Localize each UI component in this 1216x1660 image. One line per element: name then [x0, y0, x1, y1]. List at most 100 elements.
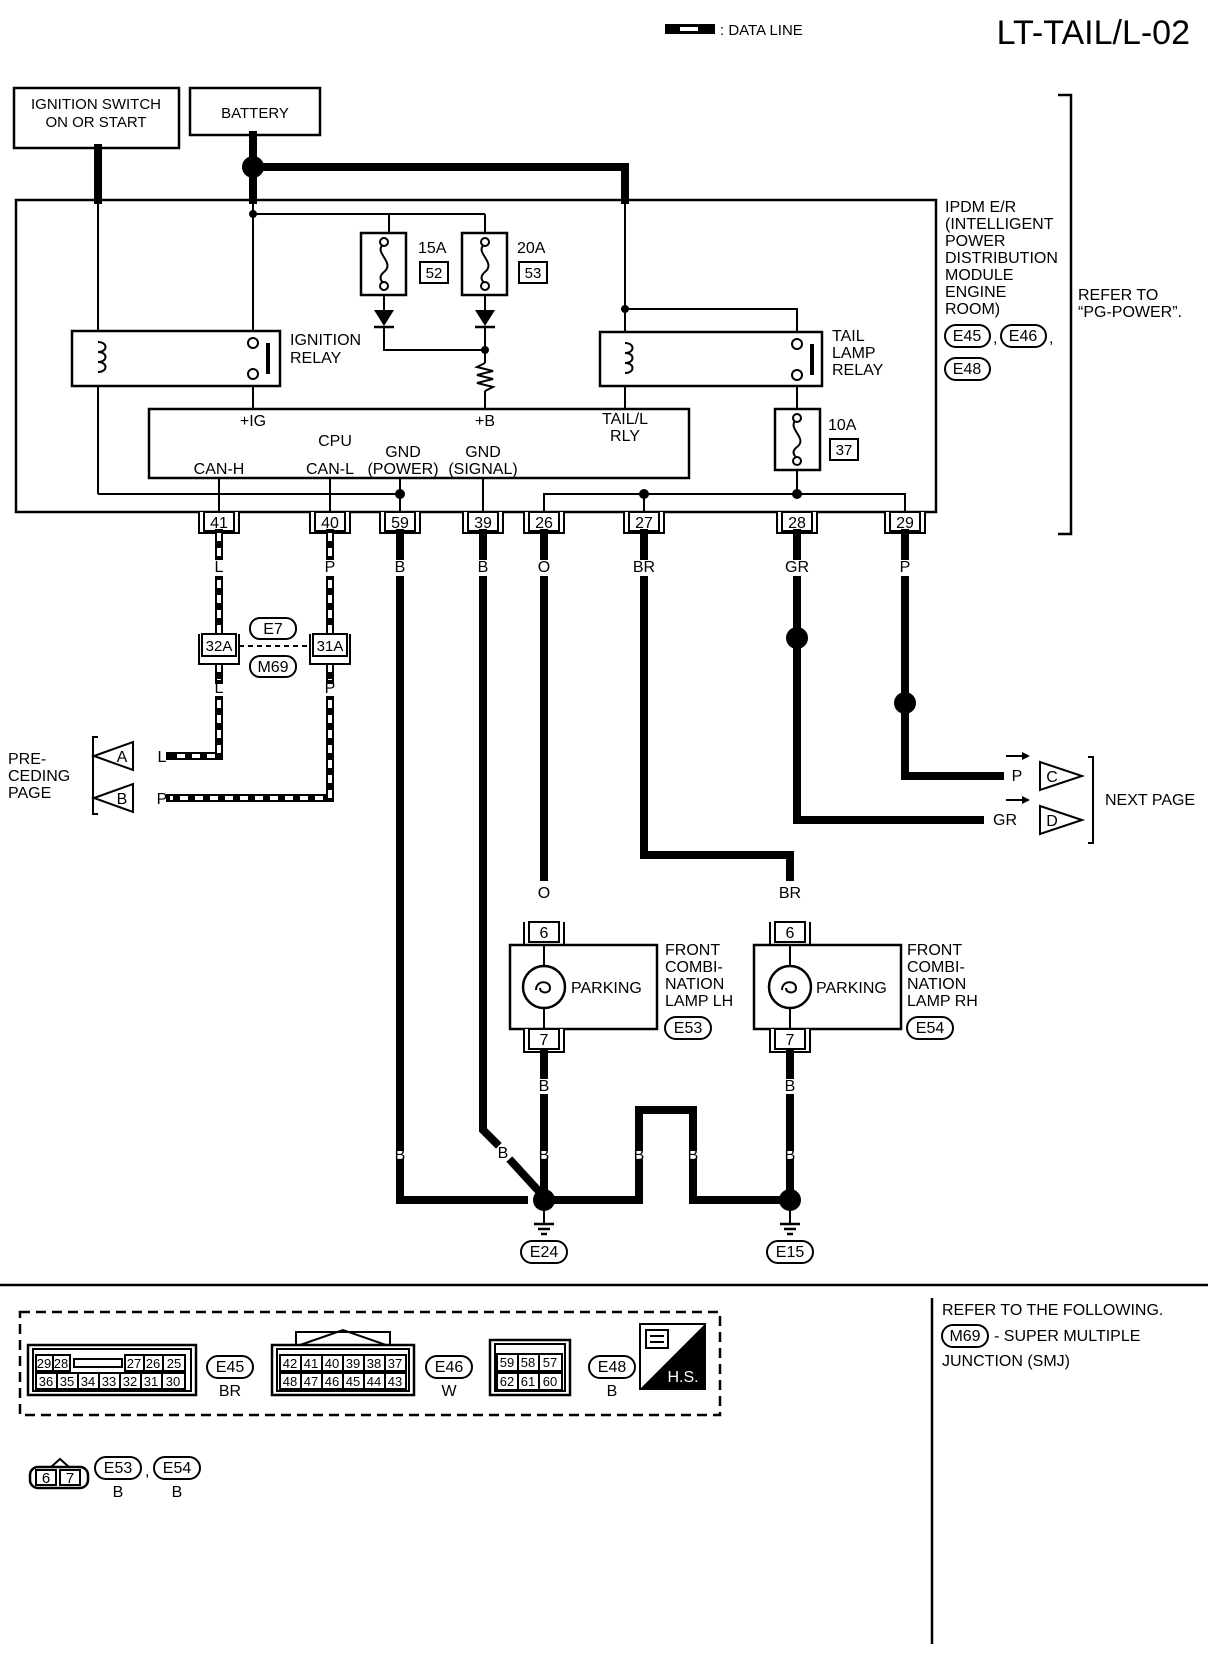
lamp-lh-out-color: B — [539, 1078, 550, 1095]
connector-view-e46: 42 41 40 39 38 37 48 47 46 45 44 43 E46 … — [270, 1328, 473, 1400]
svg-text:39: 39 — [346, 1356, 360, 1371]
diode-1 — [374, 310, 394, 326]
joint-pin-31a: 31A — [317, 638, 344, 655]
svg-text:33: 33 — [102, 1374, 116, 1389]
preceding-page: PRE- CEDING PAGE A L B P — [8, 736, 168, 815]
svg-text:,: , — [145, 1463, 149, 1480]
lamp-lh-element: PARKING — [571, 980, 642, 997]
refer-note-line-3: JUNCTION (SMJ) — [942, 1353, 1070, 1370]
lamp-lh-in-color: O — [538, 885, 550, 902]
cpu-tail-rly-label-2: RLY — [610, 428, 640, 445]
joint-color-l: L — [215, 680, 224, 697]
lamp-lh-name-3: NATION — [665, 976, 724, 993]
fuse-15a-rating: 15A — [418, 240, 447, 257]
lamp-lh-pin-in: 6 — [540, 925, 549, 942]
preceding-arrow-a-letter: A — [117, 749, 128, 766]
splice-28 — [786, 627, 808, 649]
refer-note-line-1: REFER TO THE FOLLOWING. — [942, 1302, 1163, 1319]
svg-text:31: 31 — [144, 1374, 158, 1389]
cpu-title: CPU — [318, 433, 352, 450]
preceding-arrow-a-color: L — [158, 749, 167, 766]
fuse-15a: 15A 52 — [359, 231, 449, 297]
can-h-data-line — [166, 529, 223, 760]
svg-text:60: 60 — [543, 1374, 557, 1389]
joint-color-p: P — [325, 680, 336, 697]
svg-text:34: 34 — [81, 1374, 95, 1389]
terminal-39: 39 B — [462, 511, 504, 576]
ipdm-label-7: ROOM) — [945, 301, 1000, 318]
battery-label: BATTERY — [221, 105, 289, 122]
svg-text:47: 47 — [304, 1374, 318, 1389]
ipdm-label-2: (INTELLIGENT — [945, 216, 1054, 233]
next-page: P C GR D NEXT PAGE — [993, 752, 1195, 844]
resistor — [474, 362, 496, 392]
front-combination-lamp-rh: BR 6 PARKING 7 B FRONT COMBI- NATION LAM… — [752, 885, 978, 1095]
ignition-switch-label-2: ON OR START — [45, 114, 146, 131]
ipdm-label-5: MODULE — [945, 267, 1013, 284]
connector-view-e45: 29 28 27 26 25 36 35 34 33 32 31 30 E45 … — [26, 1343, 254, 1400]
cpu-gnd-power-label-2: (POWER) — [367, 461, 438, 478]
svg-text:30: 30 — [166, 1374, 180, 1389]
svg-text:26: 26 — [146, 1356, 160, 1371]
lamp-rh-in-color: BR — [779, 885, 801, 902]
e46-id: E46 — [435, 1359, 464, 1376]
terminal-28-pin: 28 — [788, 515, 806, 532]
wire-28-next-page — [793, 529, 984, 824]
next-arrow-d-color: GR — [993, 812, 1017, 829]
svg-text:,: , — [993, 330, 997, 347]
joint-pin-32a: 32A — [206, 638, 233, 655]
svg-text:42: 42 — [283, 1356, 297, 1371]
terminal-39-pin: 39 — [474, 515, 492, 532]
ignition-relay: IGNITION RELAY — [70, 329, 361, 388]
cpu-gnd-signal-label-1: GND — [465, 444, 501, 461]
preceding-label-1: PRE- — [8, 751, 46, 768]
e46-color: W — [441, 1383, 457, 1400]
lamp-conn-e53: E53 — [104, 1460, 133, 1477]
fuse-20a-number: 53 — [525, 265, 542, 282]
hs-label: H.S. — [667, 1369, 698, 1386]
refer-note-badge: M69 — [949, 1328, 980, 1345]
svg-text:35: 35 — [60, 1374, 74, 1389]
preceding-arrow-b — [91, 782, 134, 814]
preceding-arrow-a — [91, 740, 134, 772]
harness-side-badge: H.S. — [639, 1323, 706, 1390]
ipdm-label-1: IPDM E/R — [945, 199, 1016, 216]
svg-text:32: 32 — [123, 1374, 137, 1389]
preceding-label-2: CEDING — [8, 768, 70, 785]
ipdm-refer-bracket — [1058, 93, 1073, 536]
e48-color: B — [607, 1383, 618, 1400]
ipdm-connector-e48: E48 — [953, 361, 982, 378]
tail-lamp-relay-label-1: TAIL — [832, 328, 865, 345]
preceding-arrow-b-color: P — [157, 791, 168, 808]
lamp-lh-name-1: FRONT — [665, 942, 720, 959]
next-arrow-c-color: P — [1012, 768, 1023, 785]
fuse-20a-rating: 20A — [517, 240, 546, 257]
next-arrow-c-letter: C — [1046, 769, 1058, 786]
cpu-box: +IG +B TAIL/L RLY CPU CAN-H CAN-L GND (P… — [147, 407, 691, 480]
refer-note-line-2: - SUPER MULTIPLE — [994, 1328, 1140, 1345]
next-arrow-d-letter: D — [1046, 813, 1058, 830]
svg-text:36: 36 — [39, 1374, 53, 1389]
svg-text:29: 29 — [37, 1356, 51, 1371]
ground-e15-label: E15 — [776, 1244, 805, 1261]
terminal-28: 28 GR — [776, 511, 818, 576]
svg-text:6: 6 — [42, 1470, 50, 1487]
svg-text:59: 59 — [500, 1355, 514, 1370]
lamp-rh-name-3: NATION — [907, 976, 966, 993]
cpu-gnd-power-label-1: GND — [385, 444, 421, 461]
terminal-59-color: B — [395, 559, 406, 576]
can-l-data-line — [166, 529, 334, 802]
terminal-27-pin: 27 — [635, 515, 653, 532]
terminal-41-pin: 41 — [210, 515, 228, 532]
joint-connector: 32A 31A E7 M69 L P — [198, 617, 351, 697]
ground-bridge-wire — [540, 1106, 794, 1204]
terminal-40: 40 P — [309, 511, 351, 576]
terminal-27-color: BR — [633, 559, 655, 576]
ignition-switch-box: IGNITION SWITCH ON OR START — [12, 86, 181, 150]
terminal-39-color: B — [478, 559, 489, 576]
tail-lamp-relay-label-3: RELAY — [832, 362, 884, 379]
lamp-rh-name-4: LAMP RH — [907, 993, 978, 1010]
ground-wire-color-2: B — [498, 1145, 509, 1162]
refer-label-2: “PG-POWER”. — [1078, 304, 1182, 321]
